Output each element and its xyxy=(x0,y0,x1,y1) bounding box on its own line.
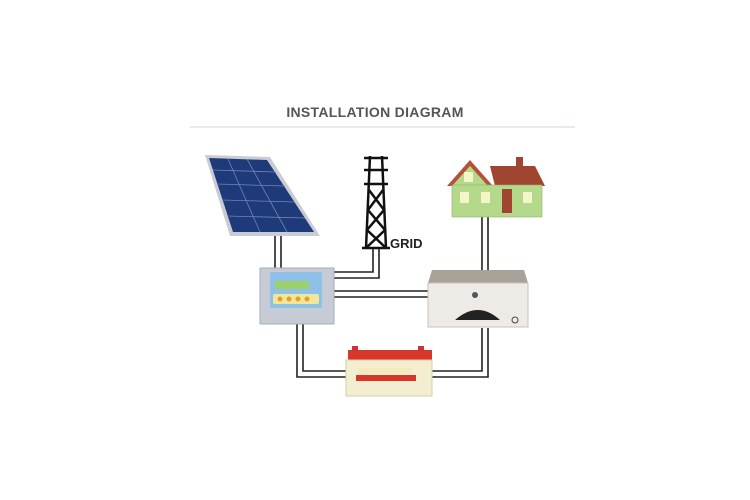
diagram-title: INSTALLATION DIAGRAM xyxy=(286,104,464,120)
wire-controller-inverter xyxy=(334,290,428,298)
wire-controller-battery xyxy=(296,324,346,378)
house-icon xyxy=(447,157,545,218)
wire-panel-controller xyxy=(274,235,282,268)
battery xyxy=(345,346,433,397)
wire-inverter-battery xyxy=(432,328,489,378)
wire-house-inverter xyxy=(481,217,489,270)
solar-panel xyxy=(205,155,320,236)
wire-grid-controller xyxy=(334,248,380,279)
grid-label: GRID xyxy=(390,236,423,251)
tower-icon xyxy=(362,155,390,250)
charge-controller xyxy=(259,267,335,325)
inverter xyxy=(427,270,529,328)
wires xyxy=(274,217,489,378)
